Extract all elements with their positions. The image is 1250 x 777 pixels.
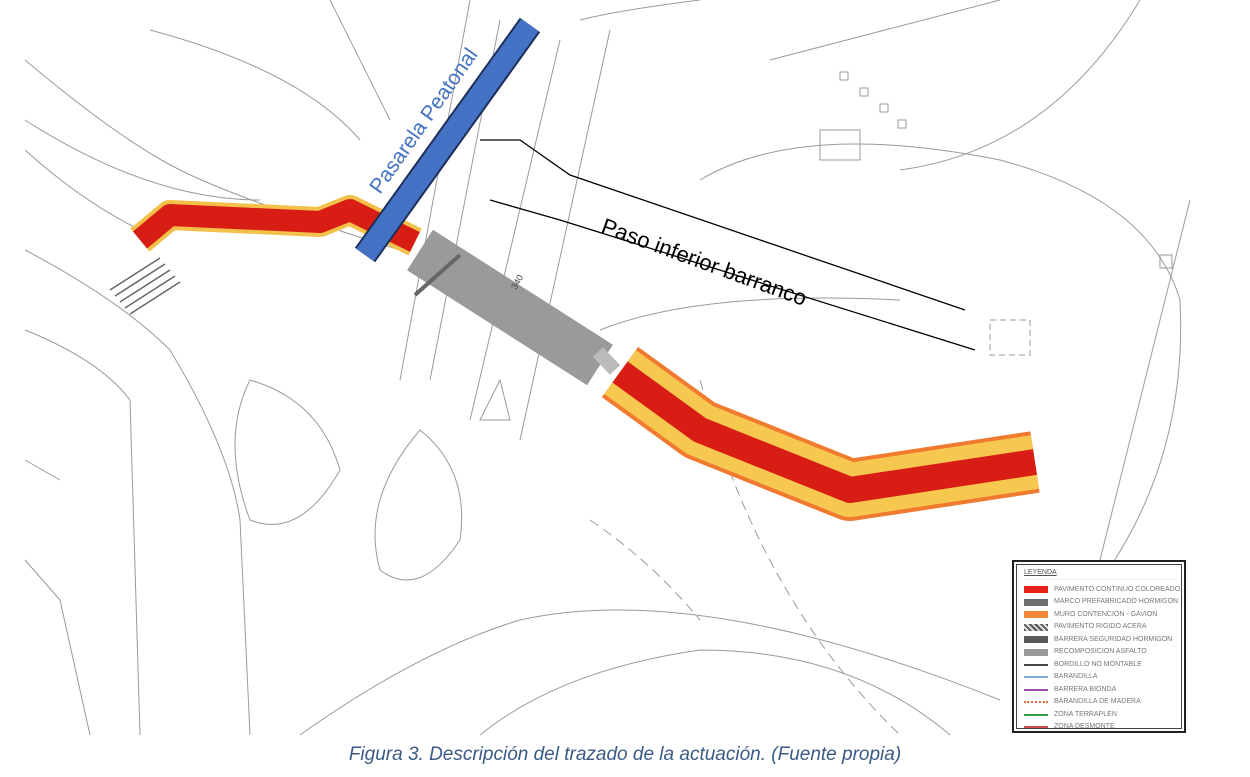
legend-swatch xyxy=(1024,676,1048,678)
legend-item: MARCO PREFABRICADO HORMIGON xyxy=(1024,598,1178,607)
footbridge xyxy=(356,18,539,262)
legend-swatch xyxy=(1024,586,1048,593)
figure-caption: Figura 3. Descripción del trazado de la … xyxy=(348,744,902,765)
underpass-label: Paso inferior barranco xyxy=(598,213,810,311)
concrete-barrier xyxy=(413,253,462,297)
precast-frame xyxy=(592,347,621,375)
legend-label: BARRERA BIONDA xyxy=(1054,685,1117,693)
legend-item: BARRERA BIONDA xyxy=(1024,685,1178,694)
legend-item: BARANDILLA DE MADERA xyxy=(1024,698,1178,707)
legend-item: MURO CONTENCION - GAVION xyxy=(1024,610,1178,619)
legend-swatch xyxy=(1024,663,1048,666)
legend-label: BARANDILLA DE MADERA xyxy=(1054,698,1141,705)
legend-item: ZONA DESMONTE xyxy=(1024,723,1178,732)
legend-rows: PAVIMENTO CONTINUO COLOREADO MARCO PREFAB… xyxy=(1024,585,1181,735)
legend-swatch xyxy=(1024,701,1048,703)
legend-label: MURO CONTENCION - GAVION xyxy=(1054,610,1158,618)
asphalt-crossing xyxy=(407,229,613,386)
legend-label: BARANDILLA xyxy=(1054,673,1098,680)
legend-swatch xyxy=(1024,636,1048,643)
legend-item: PAVIMENTO RIGIDO ACERA xyxy=(1024,623,1178,632)
legend-swatch xyxy=(1024,648,1048,656)
legend-label: MARCO PREFABRICADO HORMIGON xyxy=(1054,598,1179,605)
legend-item: BARRERA SEGURIDAD HORMIGON xyxy=(1024,635,1178,644)
legend-title: LEYENDA xyxy=(1024,568,1178,580)
underpass-line-bottom xyxy=(489,199,976,351)
legend-label: PAVIMENTO CONTINUO COLOREADO xyxy=(1054,585,1181,593)
legend-label: ZONA DESMONTE xyxy=(1054,723,1115,730)
legend-swatch xyxy=(1024,688,1048,691)
crosswalk xyxy=(109,257,181,315)
legend: LEYENDA PAVIMENTO CONTINUO COLOREADO MARC… xyxy=(1012,560,1186,733)
legend-item: ZONA TERRAPLEN xyxy=(1024,710,1178,719)
legend-swatch xyxy=(1024,611,1048,618)
legend-item: RECOMPOSICION ASFALTO xyxy=(1024,648,1178,657)
legend-label: BORDILLO NO MONTABLE xyxy=(1054,660,1142,668)
legend-label: PAVIMENTO RIGIDO ACERA xyxy=(1054,623,1147,630)
legend-swatch xyxy=(1024,713,1048,716)
legend-swatch xyxy=(1024,598,1048,606)
base-map-lines xyxy=(24,0,1191,736)
path-left-pavement xyxy=(132,199,420,252)
legend-label: ZONA TERRAPLEN xyxy=(1054,710,1117,718)
legend-label: RECOMPOSICION ASFALTO xyxy=(1054,648,1147,655)
legend-swatch xyxy=(1024,623,1048,631)
legend-label: BARRERA SEGURIDAD HORMIGON xyxy=(1054,635,1173,643)
legend-swatch xyxy=(1024,726,1048,728)
legend-item: PAVIMENTO CONTINUO COLOREADO xyxy=(1024,585,1181,594)
legend-item: BORDILLO NO MONTABLE xyxy=(1024,660,1178,669)
underpass-line-top xyxy=(480,139,966,311)
path-right-pavement xyxy=(612,361,1037,503)
legend-item: BARANDILLA xyxy=(1024,673,1178,682)
